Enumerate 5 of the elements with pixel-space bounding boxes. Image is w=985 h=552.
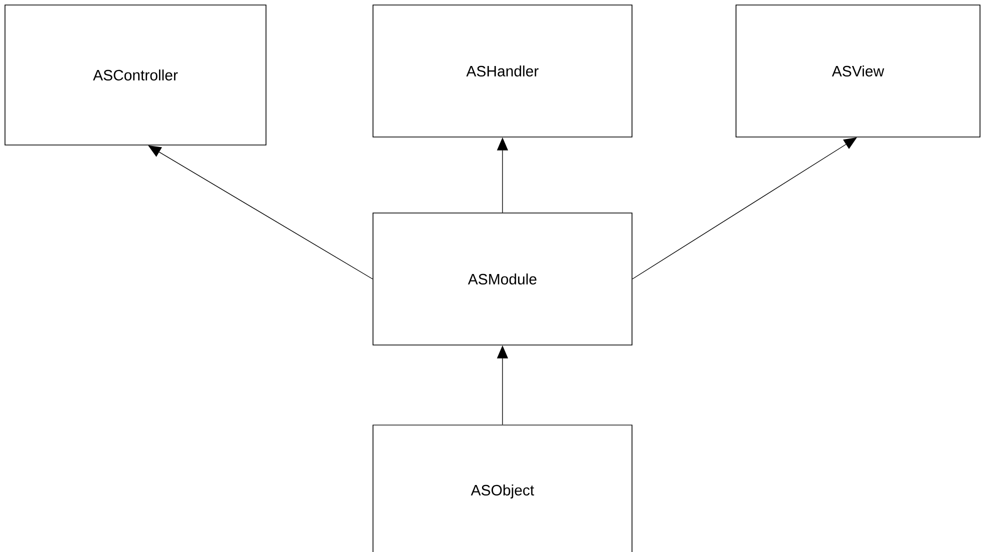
class-box: ASObject bbox=[372, 424, 632, 552]
class-box: ASModule bbox=[372, 212, 632, 346]
class-box: ASHandler bbox=[372, 4, 632, 138]
class-box: ASView bbox=[736, 4, 980, 138]
class-box: ASController bbox=[4, 4, 266, 146]
